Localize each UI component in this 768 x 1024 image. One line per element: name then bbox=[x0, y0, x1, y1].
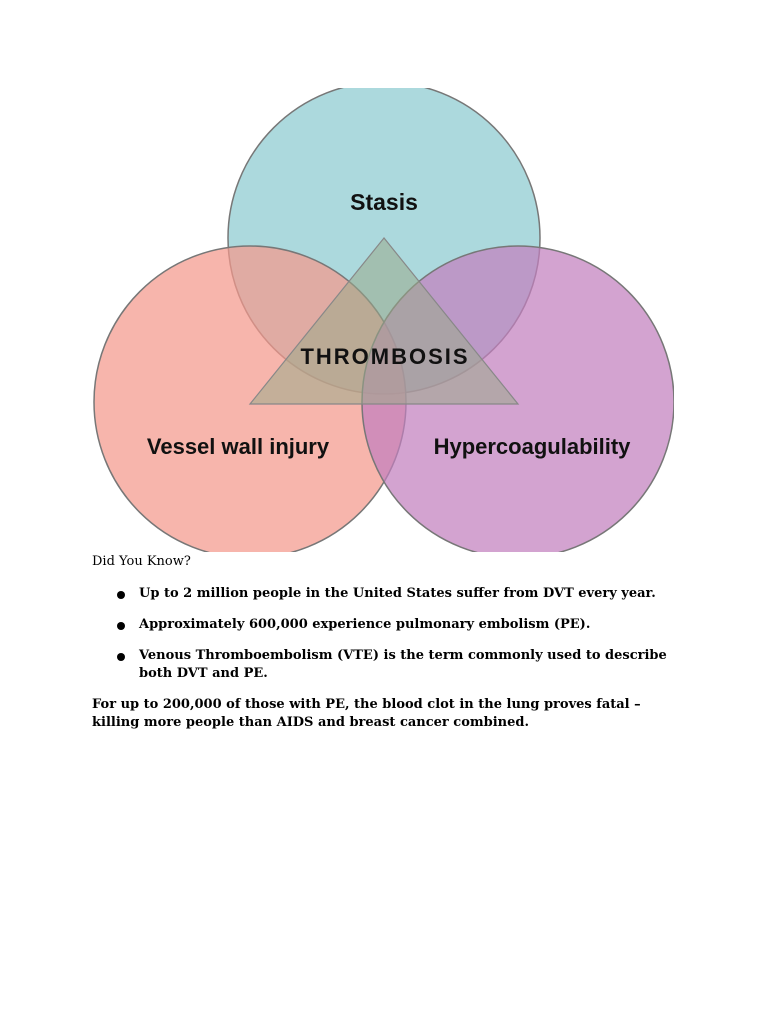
bullet-icon bbox=[117, 653, 125, 661]
fact-text: Up to 2 million people in the United Sta… bbox=[139, 586, 656, 601]
fact-text: Approximately 600,000 experience pulmona… bbox=[139, 617, 591, 632]
vessel-wall-injury-label: Vessel wall injury bbox=[147, 434, 330, 459]
thrombosis-venn-diagram: Stasis THROMBOSIS Vessel wall injury Hyp… bbox=[90, 88, 674, 552]
facts-list: Up to 2 million people in the United Sta… bbox=[92, 585, 676, 683]
venn-svg: Stasis THROMBOSIS Vessel wall injury Hyp… bbox=[93, 88, 674, 552]
intro-heading: Did You Know? bbox=[92, 554, 191, 569]
hypercoagulability-label: Hypercoagulability bbox=[434, 434, 632, 459]
closing-paragraph: For up to 200,000 of those with PE, the … bbox=[92, 697, 641, 730]
list-item: Venous Thromboembolism (VTE) is the term… bbox=[92, 647, 676, 683]
fact-text: Venous Thromboembolism (VTE) is the term… bbox=[139, 648, 667, 681]
thrombosis-label: THROMBOSIS bbox=[300, 344, 469, 369]
bullet-icon bbox=[117, 622, 125, 630]
stasis-label: Stasis bbox=[350, 189, 418, 215]
list-item: Up to 2 million people in the United Sta… bbox=[92, 585, 676, 603]
bullet-icon bbox=[117, 591, 125, 599]
thrombosis-triangle bbox=[248, 237, 520, 405]
did-you-know-section: Did You Know? Up to 2 million people in … bbox=[92, 553, 676, 732]
list-item: Approximately 600,000 experience pulmona… bbox=[92, 616, 676, 634]
